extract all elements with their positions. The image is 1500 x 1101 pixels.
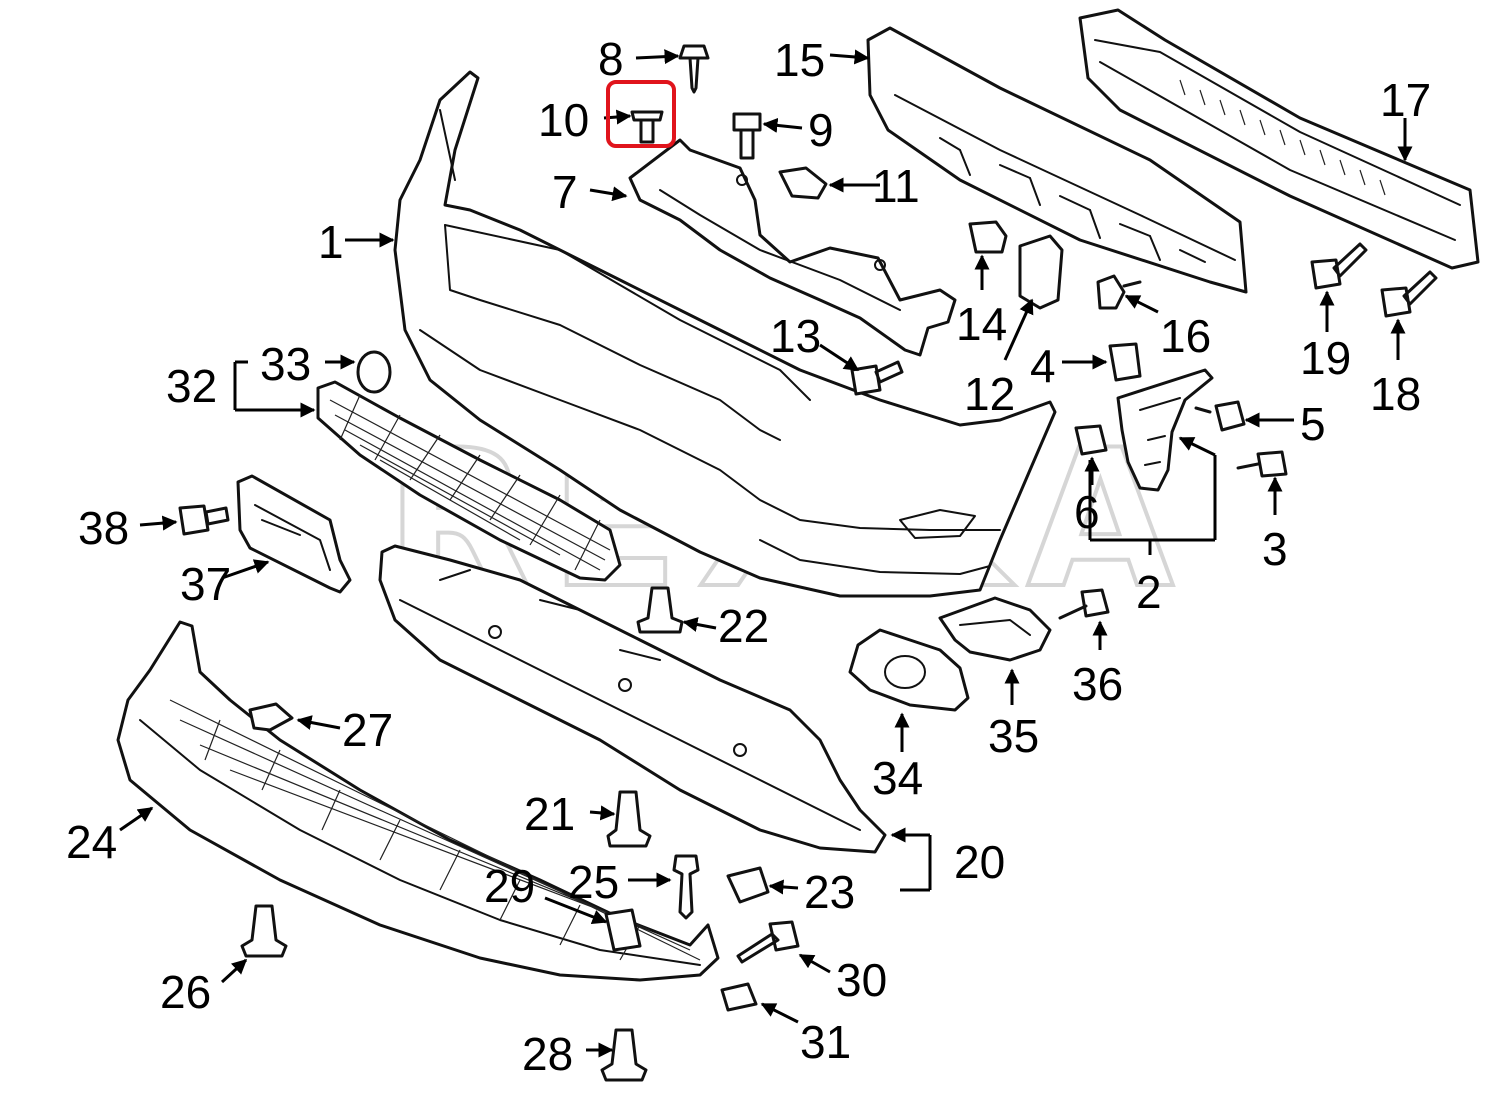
part-25-pushpin	[672, 854, 700, 920]
part-24-lower-valance	[116, 620, 720, 982]
callout-13: 13	[770, 310, 821, 362]
part-38-bolt	[178, 504, 230, 536]
callout-26: 26	[160, 966, 211, 1018]
callout-32: 32	[166, 360, 217, 412]
part-16-pin	[1096, 274, 1142, 310]
part-34-fog-lamp-bracket	[848, 628, 970, 712]
part-30-screw	[736, 920, 800, 964]
callout-11: 11	[872, 160, 920, 212]
part-13-bolt	[850, 360, 904, 396]
callout-14: 14	[956, 298, 1007, 350]
callout-5: 5	[1300, 398, 1326, 450]
part-8-screw	[678, 44, 710, 94]
callout-2: 2	[1136, 566, 1162, 618]
callout-7: 7	[552, 166, 578, 218]
callout-33: 33	[260, 338, 311, 390]
callout-28: 28	[522, 1028, 573, 1080]
callout-24: 24	[66, 816, 117, 868]
part-19-bolt	[1310, 242, 1368, 290]
callout-22: 22	[718, 600, 769, 652]
part-36-screw	[1058, 588, 1110, 620]
part-3-screw	[1236, 450, 1288, 478]
callout-19: 19	[1300, 332, 1351, 384]
callout-15: 15	[774, 34, 825, 86]
callout-23: 23	[804, 866, 855, 918]
callout-4: 4	[1030, 340, 1056, 392]
part-18-bolt	[1380, 270, 1438, 318]
leader-lines	[119, 49, 1413, 1058]
part-22-pushpin	[636, 586, 684, 634]
part-32-lower-grille	[316, 380, 622, 582]
part-9-bolt	[732, 112, 762, 160]
callout-34: 34	[872, 752, 923, 804]
part-28-pushpin	[600, 1028, 648, 1082]
fastener-parts	[178, 44, 1438, 1082]
part-26-pushpin	[240, 904, 288, 958]
part-37-license-bracket	[236, 474, 352, 594]
part-23-clip	[726, 866, 770, 904]
callout-37: 37	[180, 558, 231, 610]
part-10-pin	[630, 110, 664, 144]
part-27-clip	[248, 702, 294, 732]
callout-27: 27	[342, 704, 393, 756]
part-35-side-support	[938, 596, 1052, 662]
part-5-bolt	[1194, 400, 1246, 432]
callout-20: 20	[954, 836, 1005, 888]
callout-21: 21	[524, 788, 575, 840]
callout-9: 9	[808, 104, 834, 156]
callout-38: 38	[78, 502, 129, 554]
part-12-bracket	[1018, 234, 1064, 310]
part-15-energy-absorber	[866, 26, 1248, 294]
callout-16: 16	[1160, 310, 1211, 362]
part-21-pushpin	[606, 790, 652, 848]
part-11-clip	[778, 166, 828, 200]
part-2-side-bracket	[1116, 368, 1214, 492]
part-31-clip	[720, 982, 758, 1012]
callout-17: 17	[1380, 74, 1431, 126]
callout-36: 36	[1072, 658, 1123, 710]
callout-35: 35	[988, 710, 1039, 762]
part-6-clip	[1074, 424, 1108, 456]
highlight-box-part-10	[606, 80, 676, 148]
callout-1: 1	[318, 216, 344, 268]
part-7-upper-bracket	[628, 138, 957, 357]
part-14-clip	[968, 220, 1008, 254]
callout-8: 8	[598, 33, 624, 85]
callout-30: 30	[836, 954, 887, 1006]
part-4-clip	[1108, 342, 1142, 382]
callout-10: 10	[538, 94, 589, 146]
part-29-clip	[604, 908, 642, 952]
callout-29: 29	[484, 860, 535, 912]
callout-31: 31	[800, 1016, 851, 1068]
part-33-grommet	[356, 350, 392, 394]
callout-labels: 1 2 3 4 5 6 7 8 9 10 11 12 13 14 15 16 1…	[66, 33, 1431, 1080]
callout-3: 3	[1262, 523, 1288, 575]
callout-25: 25	[568, 856, 619, 908]
callout-12: 12	[964, 368, 1015, 420]
part-1-bumper-cover	[393, 70, 1057, 598]
callout-6: 6	[1074, 486, 1100, 538]
part-20-air-deflector	[378, 544, 887, 854]
part-17-reinforcement-beam	[1078, 8, 1480, 270]
callout-18: 18	[1370, 368, 1421, 420]
